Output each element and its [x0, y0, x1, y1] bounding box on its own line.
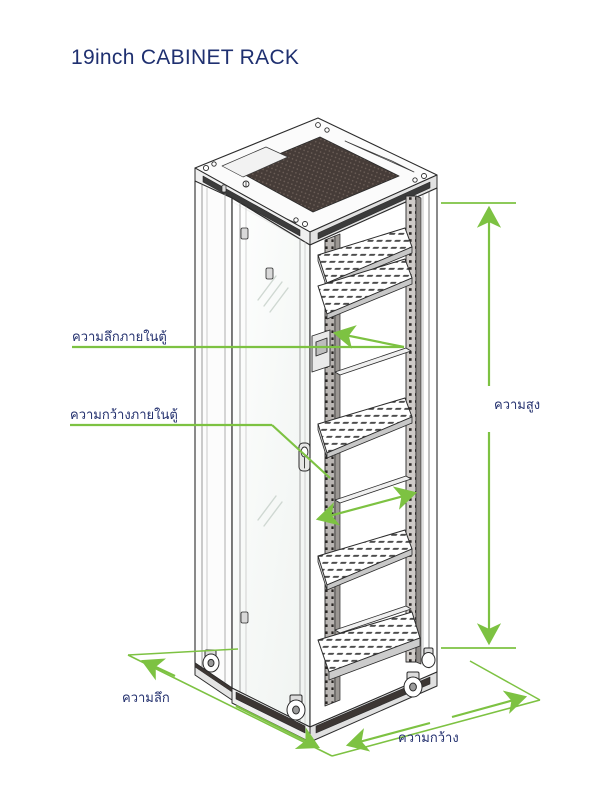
mid-equipment-bracket [311, 329, 331, 373]
height-dimension [441, 202, 516, 649]
page-title: 19inch CABINET RACK [71, 46, 300, 69]
base-vent-tray [317, 611, 421, 681]
label-depth: ความลึก [122, 691, 170, 706]
vent-shelf-3 [317, 397, 413, 459]
top-fan-panel [194, 117, 438, 246]
inner-depth-dimension [72, 325, 405, 349]
vent-shelf-1 [317, 227, 413, 289]
cabinet-right-frame [309, 187, 438, 728]
door-hinge [240, 227, 274, 624]
floor-plane-guides [127, 648, 541, 757]
width-dimension [345, 690, 528, 752]
label-height: ความสูง [494, 398, 541, 413]
label-inner-depth: ความลึกภายในตู้ [72, 330, 167, 345]
vent-shelf-2 [317, 258, 413, 320]
depth-dimension [141, 658, 320, 749]
vent-shelf-4 [317, 529, 413, 591]
label-width: ความกว้าง [398, 731, 459, 746]
inner-width-dimension [70, 423, 418, 526]
caster-wheel [202, 647, 436, 721]
label-inner-width: ความกว้างภายในตู้ [70, 408, 178, 423]
base-plinth [194, 662, 438, 743]
